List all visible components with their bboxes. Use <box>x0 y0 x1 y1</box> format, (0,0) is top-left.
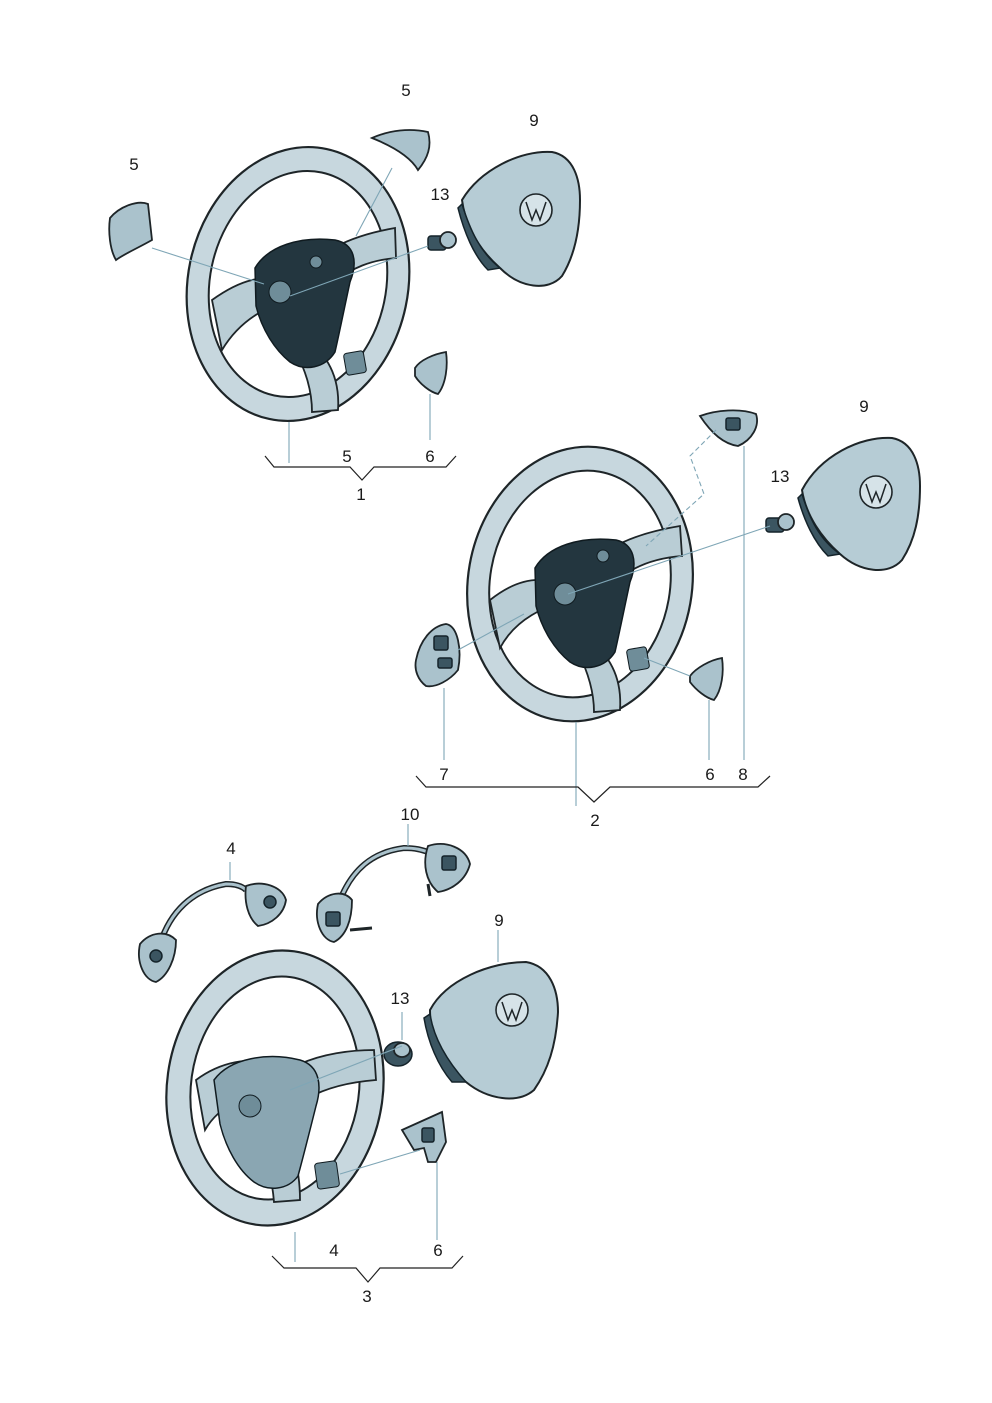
trim-cover-5-left <box>108 201 153 262</box>
trim-6-b <box>689 656 724 702</box>
airbag-unit-9-b <box>797 436 922 572</box>
screw-13-c <box>383 1041 413 1067</box>
label-10: 10 <box>401 805 420 824</box>
label-group-1: 1 <box>356 485 365 504</box>
label-7: 7 <box>439 765 448 784</box>
label-5-top: 5 <box>401 81 410 100</box>
label-4-bracket: 4 <box>329 1241 338 1260</box>
button-module-8 <box>698 409 758 447</box>
label-6: 6 <box>425 447 434 466</box>
assembly-group-1: 5 5 9 13 5 6 1 <box>108 81 582 504</box>
steering-wheel-2 <box>466 445 694 723</box>
label-13: 13 <box>391 989 410 1008</box>
label-9: 9 <box>529 111 538 130</box>
screw-13-a <box>427 231 457 251</box>
button-harness-4 <box>138 880 287 983</box>
label-9: 9 <box>859 397 868 416</box>
button-module-7 <box>414 623 461 688</box>
label-5-left: 5 <box>129 155 138 174</box>
steering-wheel-3 <box>165 949 385 1227</box>
label-6: 6 <box>705 765 714 784</box>
trim-6-a <box>414 350 448 396</box>
trim-cover-5-top <box>369 129 431 172</box>
trim-6-c-slot <box>421 1127 435 1143</box>
airbag-unit-9-c <box>423 960 560 1100</box>
assembly-group-3: 10 4 9 13 4 6 3 <box>138 805 560 1306</box>
label-6: 6 <box>433 1241 442 1260</box>
steering-wheel-1 <box>185 145 411 423</box>
label-4-top: 4 <box>226 839 235 858</box>
label-13: 13 <box>431 185 450 204</box>
label-5-bracket: 5 <box>342 447 351 466</box>
group-bracket-2 <box>415 775 771 803</box>
label-13: 13 <box>771 467 790 486</box>
airbag-unit-9-a <box>457 150 582 287</box>
label-9: 9 <box>494 911 503 930</box>
group-bracket-3 <box>271 1255 464 1283</box>
screw-13-b <box>765 513 795 533</box>
button-harness-10 <box>316 843 471 943</box>
label-8: 8 <box>738 765 747 784</box>
assembly-group-2: 9 13 7 6 8 2 <box>414 397 922 830</box>
group-bracket-1 <box>264 455 457 481</box>
label-group-3: 3 <box>362 1287 371 1306</box>
label-group-2: 2 <box>590 811 599 830</box>
